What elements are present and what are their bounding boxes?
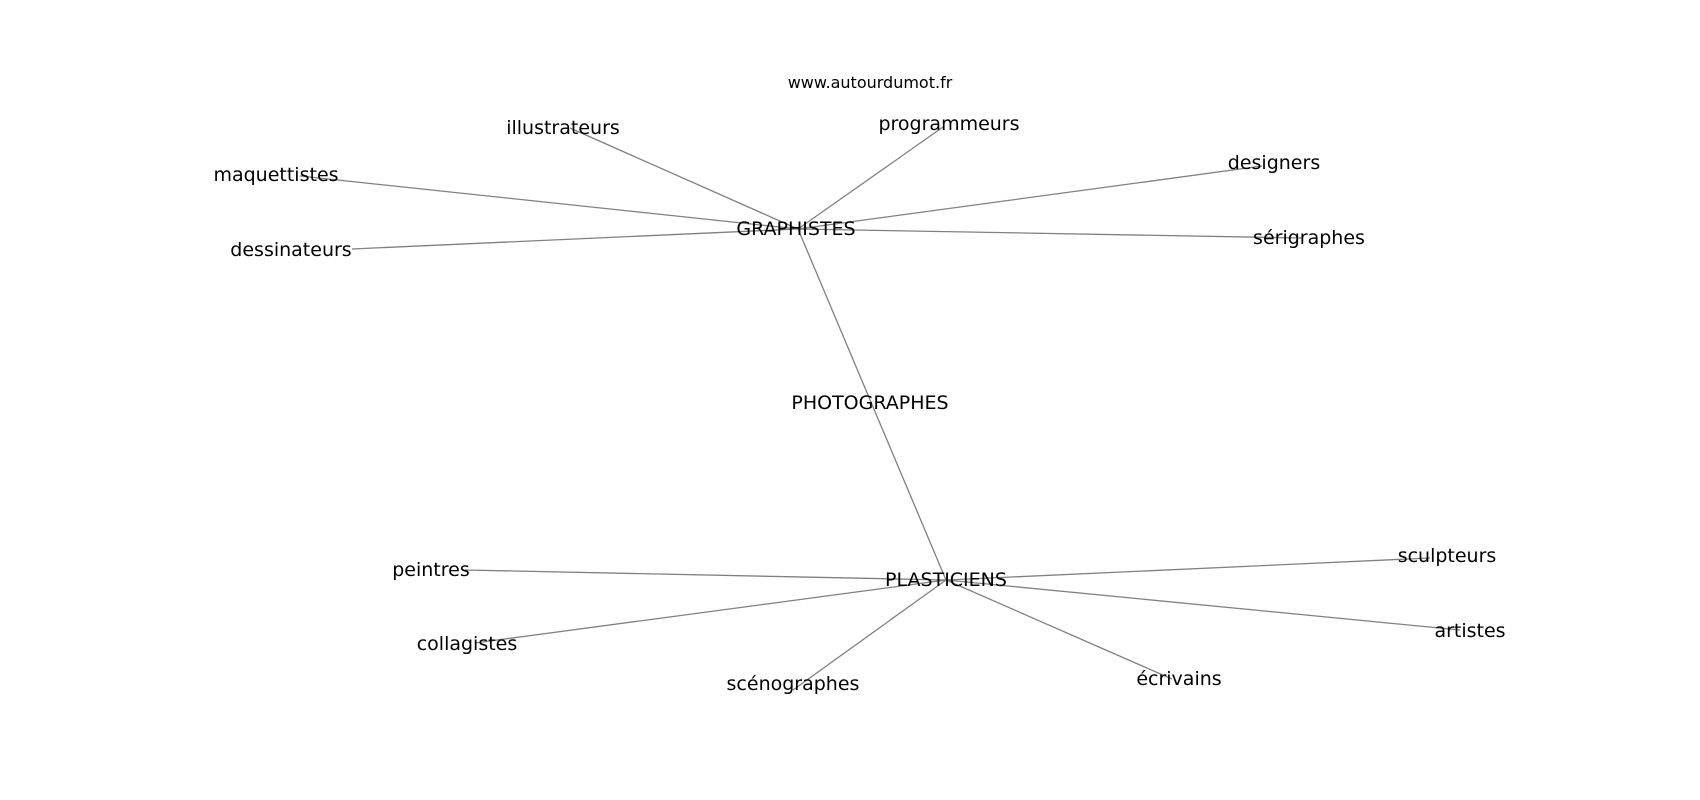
node-ecrivains[interactable]: écrivains — [1136, 668, 1221, 690]
edge-graphistes-illustrateurs — [569, 127, 799, 230]
node-sculpteurs[interactable]: sculpteurs — [1398, 545, 1497, 567]
edge-graphistes-designers — [797, 165, 1263, 230]
edge-plasticiens-sculpteurs — [945, 557, 1431, 581]
edge-graphistes-dessinateurs — [351, 228, 799, 250]
edge-plasticiens-artistes — [945, 579, 1461, 631]
node-artistes[interactable]: artistes — [1434, 620, 1505, 642]
edge-graphistes-plasticiens — [797, 228, 947, 581]
edge-plasticiens-scenographes — [792, 579, 947, 691]
node-designers[interactable]: designers — [1228, 152, 1320, 174]
edge-graphistes-programmeurs — [797, 126, 944, 230]
node-serigraphes[interactable]: sérigraphes — [1253, 227, 1365, 249]
label-layer: www.autourdumot.fr GRAPHISTES PHOTOGRAPH… — [213, 73, 1505, 695]
node-peintres[interactable]: peintres — [392, 559, 470, 581]
node-scenographes[interactable]: scénographes — [727, 673, 860, 695]
node-collagistes[interactable]: collagistes — [417, 633, 518, 655]
node-graphistes[interactable]: GRAPHISTES — [736, 218, 855, 240]
source-watermark: www.autourdumot.fr — [788, 73, 953, 92]
edge-plasticiens-collagistes — [474, 579, 947, 644]
edge-plasticiens-ecrivains — [945, 579, 1173, 680]
node-maquettistes[interactable]: maquettistes — [213, 164, 338, 186]
node-dessinateurs[interactable]: dessinateurs — [230, 239, 351, 261]
node-programmeurs[interactable]: programmeurs — [878, 113, 1019, 135]
edge-plasticiens-peintres — [464, 569, 947, 581]
node-illustrateurs[interactable]: illustrateurs — [506, 117, 620, 139]
edge-graphistes-maquettistes — [299, 175, 799, 230]
node-photographes[interactable]: PHOTOGRAPHES — [791, 392, 948, 414]
edge-layer — [299, 126, 1461, 691]
edge-graphistes-serigraphes — [797, 228, 1303, 239]
node-plasticiens[interactable]: PLASTICIENS — [885, 569, 1007, 591]
